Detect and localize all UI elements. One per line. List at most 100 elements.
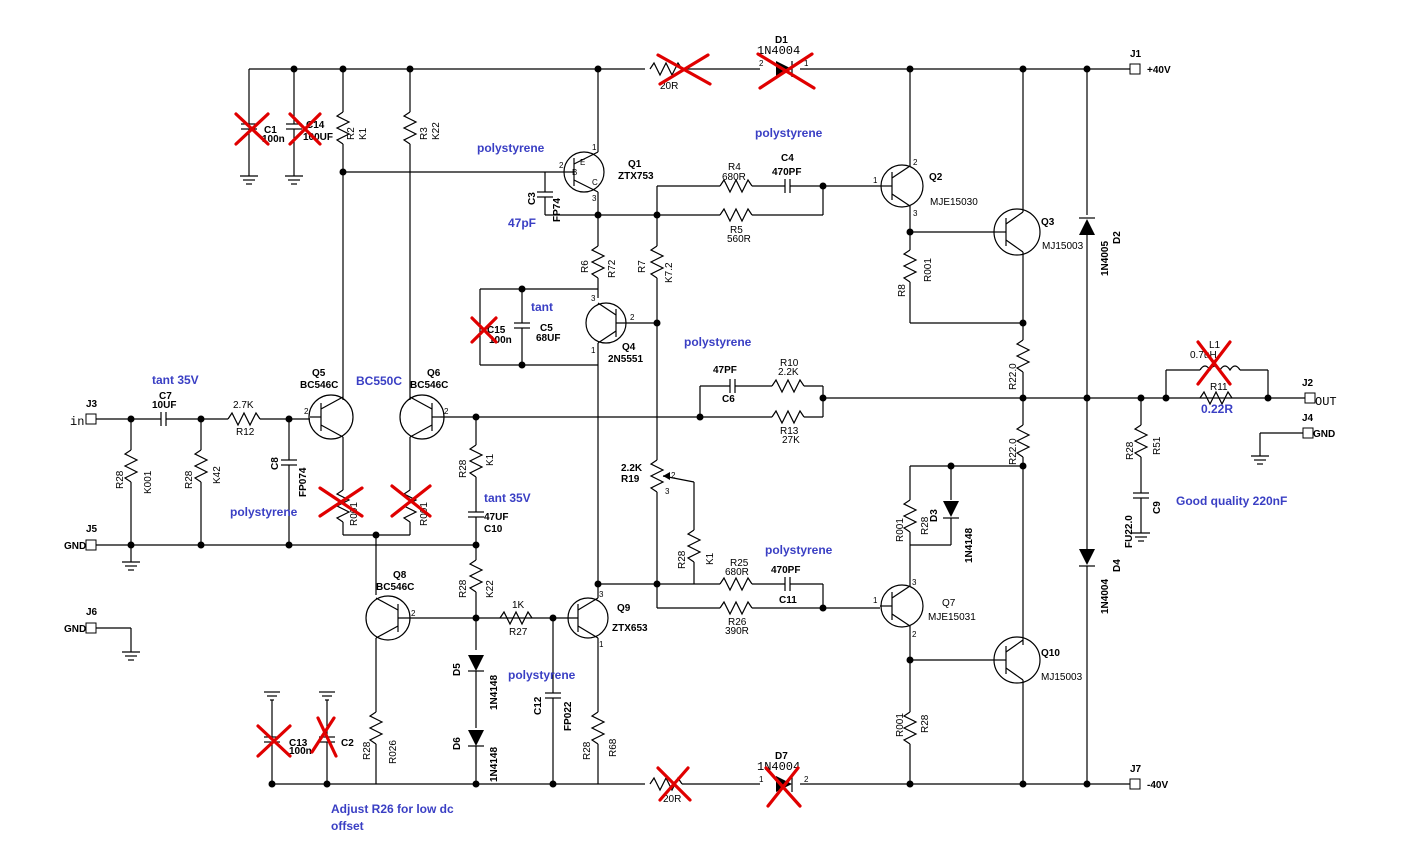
resistor-r18: R28 K42 xyxy=(184,419,223,545)
resistor-r8: R8 R001 xyxy=(897,232,1023,324)
capacitor-c15-c5-network: C15 100n C5 68UF xyxy=(479,288,598,366)
r26-value: 390R xyxy=(725,626,749,637)
c15-ref: C15 xyxy=(487,325,506,336)
connector-j2: J2 OUT xyxy=(1302,378,1337,409)
d1-ref: D1 xyxy=(775,35,788,46)
q4-part: 2N5551 xyxy=(608,354,643,365)
svg-text:1: 1 xyxy=(873,596,878,605)
c9-ref: C9 xyxy=(1152,501,1163,514)
note-c9: Good quality 220nF xyxy=(1176,494,1287,508)
transistor-q5: 2 Q5 BC546C xyxy=(300,368,354,490)
r24-value: K22 xyxy=(485,580,496,598)
q10-part: MJ15003 xyxy=(1041,672,1083,683)
note-47pf: 47pF xyxy=(508,216,536,230)
svg-text:2: 2 xyxy=(304,407,309,416)
r4-value: 680R xyxy=(722,172,746,183)
j4-net: GND xyxy=(1313,429,1335,440)
note-poly-c11: polystyrene xyxy=(765,543,833,557)
c14-ref: C14 xyxy=(306,120,325,131)
r27-ref: R27 xyxy=(509,627,528,638)
l1-value: 0.7uH xyxy=(1190,350,1217,361)
svg-text:2: 2 xyxy=(912,630,917,639)
r23-value: K1 xyxy=(705,552,716,565)
r32-value: R28 xyxy=(920,714,931,733)
svg-text:3: 3 xyxy=(912,578,917,587)
r12-ref: R12 xyxy=(236,427,255,438)
d1-part: 1N4004 xyxy=(757,44,800,58)
r23-ref: R28 xyxy=(677,550,688,569)
resistor-r32: R001 R28 xyxy=(895,693,931,784)
resistor-r2: R3 K22 xyxy=(402,69,442,400)
j6-net: GND xyxy=(64,624,86,635)
note-poly-c12: polystyrene xyxy=(508,668,576,682)
q8-ref: Q8 xyxy=(393,570,407,581)
x-mark-c2 xyxy=(310,716,338,758)
j7-ref: J7 xyxy=(1130,764,1142,775)
j6-ref: J6 xyxy=(86,607,98,618)
c10-value: 47UF xyxy=(484,512,508,523)
q9-ref: Q9 xyxy=(617,603,631,614)
r28-ref: R28 xyxy=(1125,441,1136,460)
c9-value: FU22.0 xyxy=(1124,515,1135,548)
svg-text:3: 3 xyxy=(599,590,604,599)
j3-net: in xyxy=(70,415,84,429)
q3-ref: Q3 xyxy=(1041,217,1055,228)
c1-ref: C1 xyxy=(264,125,277,136)
r30-ref: R28 xyxy=(582,741,593,760)
c8-value: FP074 xyxy=(298,467,309,497)
j2-net: OUT xyxy=(1315,395,1337,409)
r18-ref: R28 xyxy=(184,470,195,489)
c3-ref: C3 xyxy=(527,192,538,205)
c4-ref: C4 xyxy=(781,153,794,164)
capacitor-c1: C1 100n xyxy=(240,69,285,185)
connector-j6: GND J6 xyxy=(64,607,140,661)
svg-text:C: C xyxy=(592,178,598,187)
q4-ref: Q4 xyxy=(622,342,636,353)
junction-dots xyxy=(127,65,1272,788)
potentiometer-r19: 2.2K R19 2 3 xyxy=(621,459,695,608)
d6-part: 1N4148 xyxy=(489,747,500,782)
note-r11: 0.22R xyxy=(1201,402,1233,416)
capacitor-c11: 470PF C11 xyxy=(771,565,824,608)
c13-value: 100n xyxy=(289,746,312,757)
note-poly-c6: polystyrene xyxy=(684,335,752,349)
q7-ref: Q7 xyxy=(942,598,956,609)
svg-text:2: 2 xyxy=(804,775,809,784)
svg-text:1: 1 xyxy=(804,59,809,68)
d5-ref: D5 xyxy=(452,663,463,676)
r2-ref: R3 xyxy=(419,127,430,140)
connector-j1: J1 +40V xyxy=(1129,49,1171,76)
resistor-r24: R28 K22 xyxy=(458,559,496,650)
resistor-r16: R28 K1 xyxy=(458,417,496,512)
r28-value: R51 xyxy=(1152,436,1163,455)
note-adjust-line2: offset xyxy=(331,819,364,833)
svg-text:2: 2 xyxy=(913,158,918,167)
svg-text:3: 3 xyxy=(665,487,670,496)
resistor-r6: R6 R72 xyxy=(580,240,618,298)
d6-ref: D6 xyxy=(452,737,463,750)
r19-value: 2.2K xyxy=(621,463,643,474)
r24-ref: R28 xyxy=(458,579,469,598)
diode-d5: D5 1N4148 xyxy=(452,655,500,728)
q6-ref: Q6 xyxy=(427,368,441,379)
r25-ref: R25 xyxy=(730,558,749,569)
inductor-l1-r11: L1 0.7uH R11 xyxy=(1165,340,1269,406)
x-mark-c15 xyxy=(470,316,498,344)
svg-text:2: 2 xyxy=(444,407,449,416)
r22-value: R28 xyxy=(920,516,931,535)
resistor-r9: R22.0 xyxy=(1008,323,1031,398)
r3-bottom-value: 20R xyxy=(663,794,681,805)
q10-ref: Q10 xyxy=(1041,648,1060,659)
r4-ref: R4 xyxy=(728,162,741,173)
svg-text:2: 2 xyxy=(411,609,416,618)
c6-value: 47PF xyxy=(713,365,737,376)
note-tant-c5: tant xyxy=(531,300,553,314)
c1-value: 100n xyxy=(262,134,285,145)
j1-ref: J1 xyxy=(1130,49,1142,60)
r16-value: K1 xyxy=(485,453,496,466)
r22-ref: R001 xyxy=(895,518,906,542)
svg-text:E: E xyxy=(580,158,585,167)
r14-value: R22.0 xyxy=(1008,438,1019,465)
r17-ref: R28 xyxy=(115,470,126,489)
x-mark-c13 xyxy=(256,724,292,758)
